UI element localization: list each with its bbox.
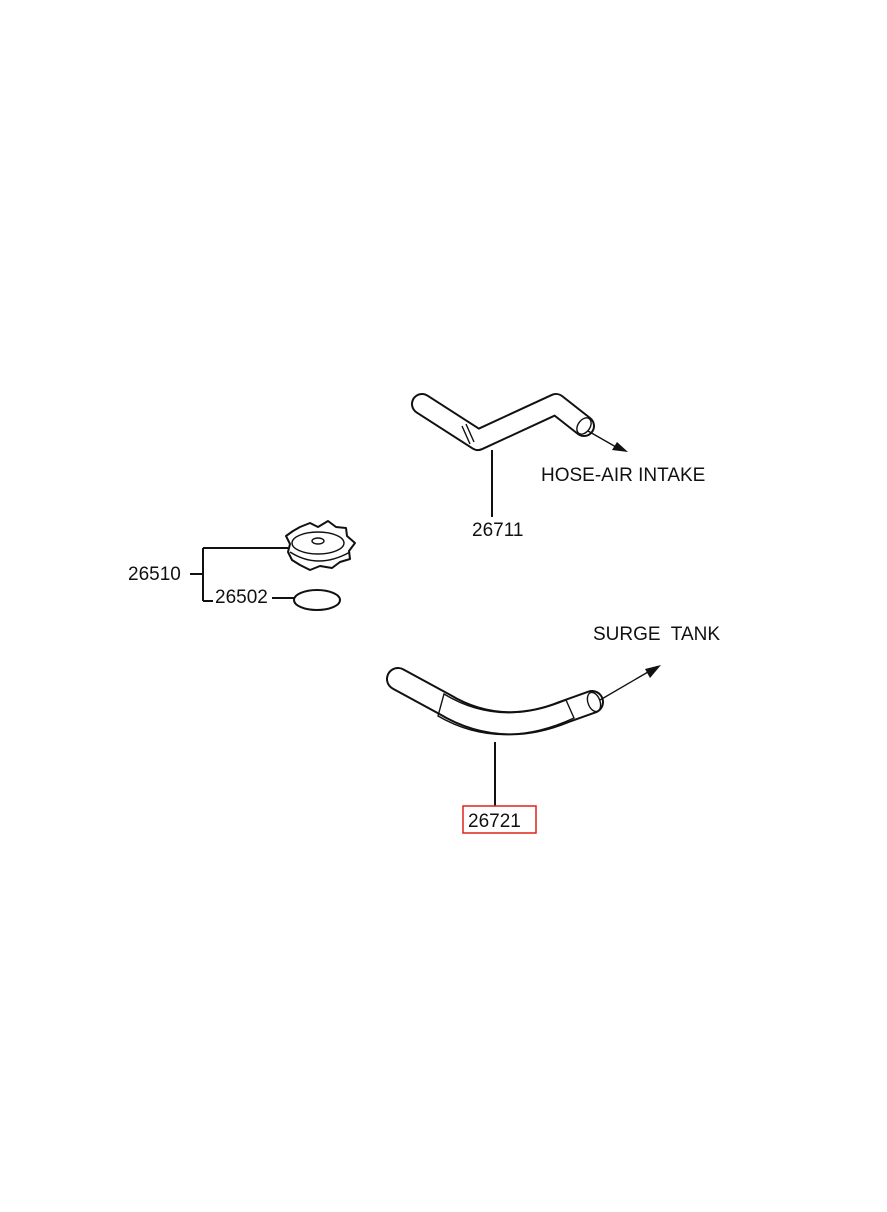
surge-tank-label: SURGE TANK — [593, 624, 720, 645]
gasket-drawing — [293, 589, 341, 611]
part-number-26510[interactable]: 26510 — [128, 564, 181, 585]
arrow-head-icon — [645, 665, 661, 678]
oil-filler-cap-drawing — [285, 520, 356, 571]
part-number-26721[interactable]: 26721 — [468, 811, 521, 832]
arrow-head-icon — [612, 442, 628, 452]
part-number-26502[interactable]: 26502 — [215, 587, 268, 608]
highlight-box — [462, 805, 537, 834]
hose-air-intake-drawing — [411, 393, 628, 517]
arrow-hose-air-intake — [587, 430, 617, 448]
arrow-surge-tank — [599, 671, 649, 701]
part-number-26711[interactable]: 26711 — [472, 520, 523, 541]
hose-surge-tank-drawing — [386, 665, 661, 806]
hose-air-intake-label: HOSE-AIR INTAKE — [541, 465, 705, 486]
